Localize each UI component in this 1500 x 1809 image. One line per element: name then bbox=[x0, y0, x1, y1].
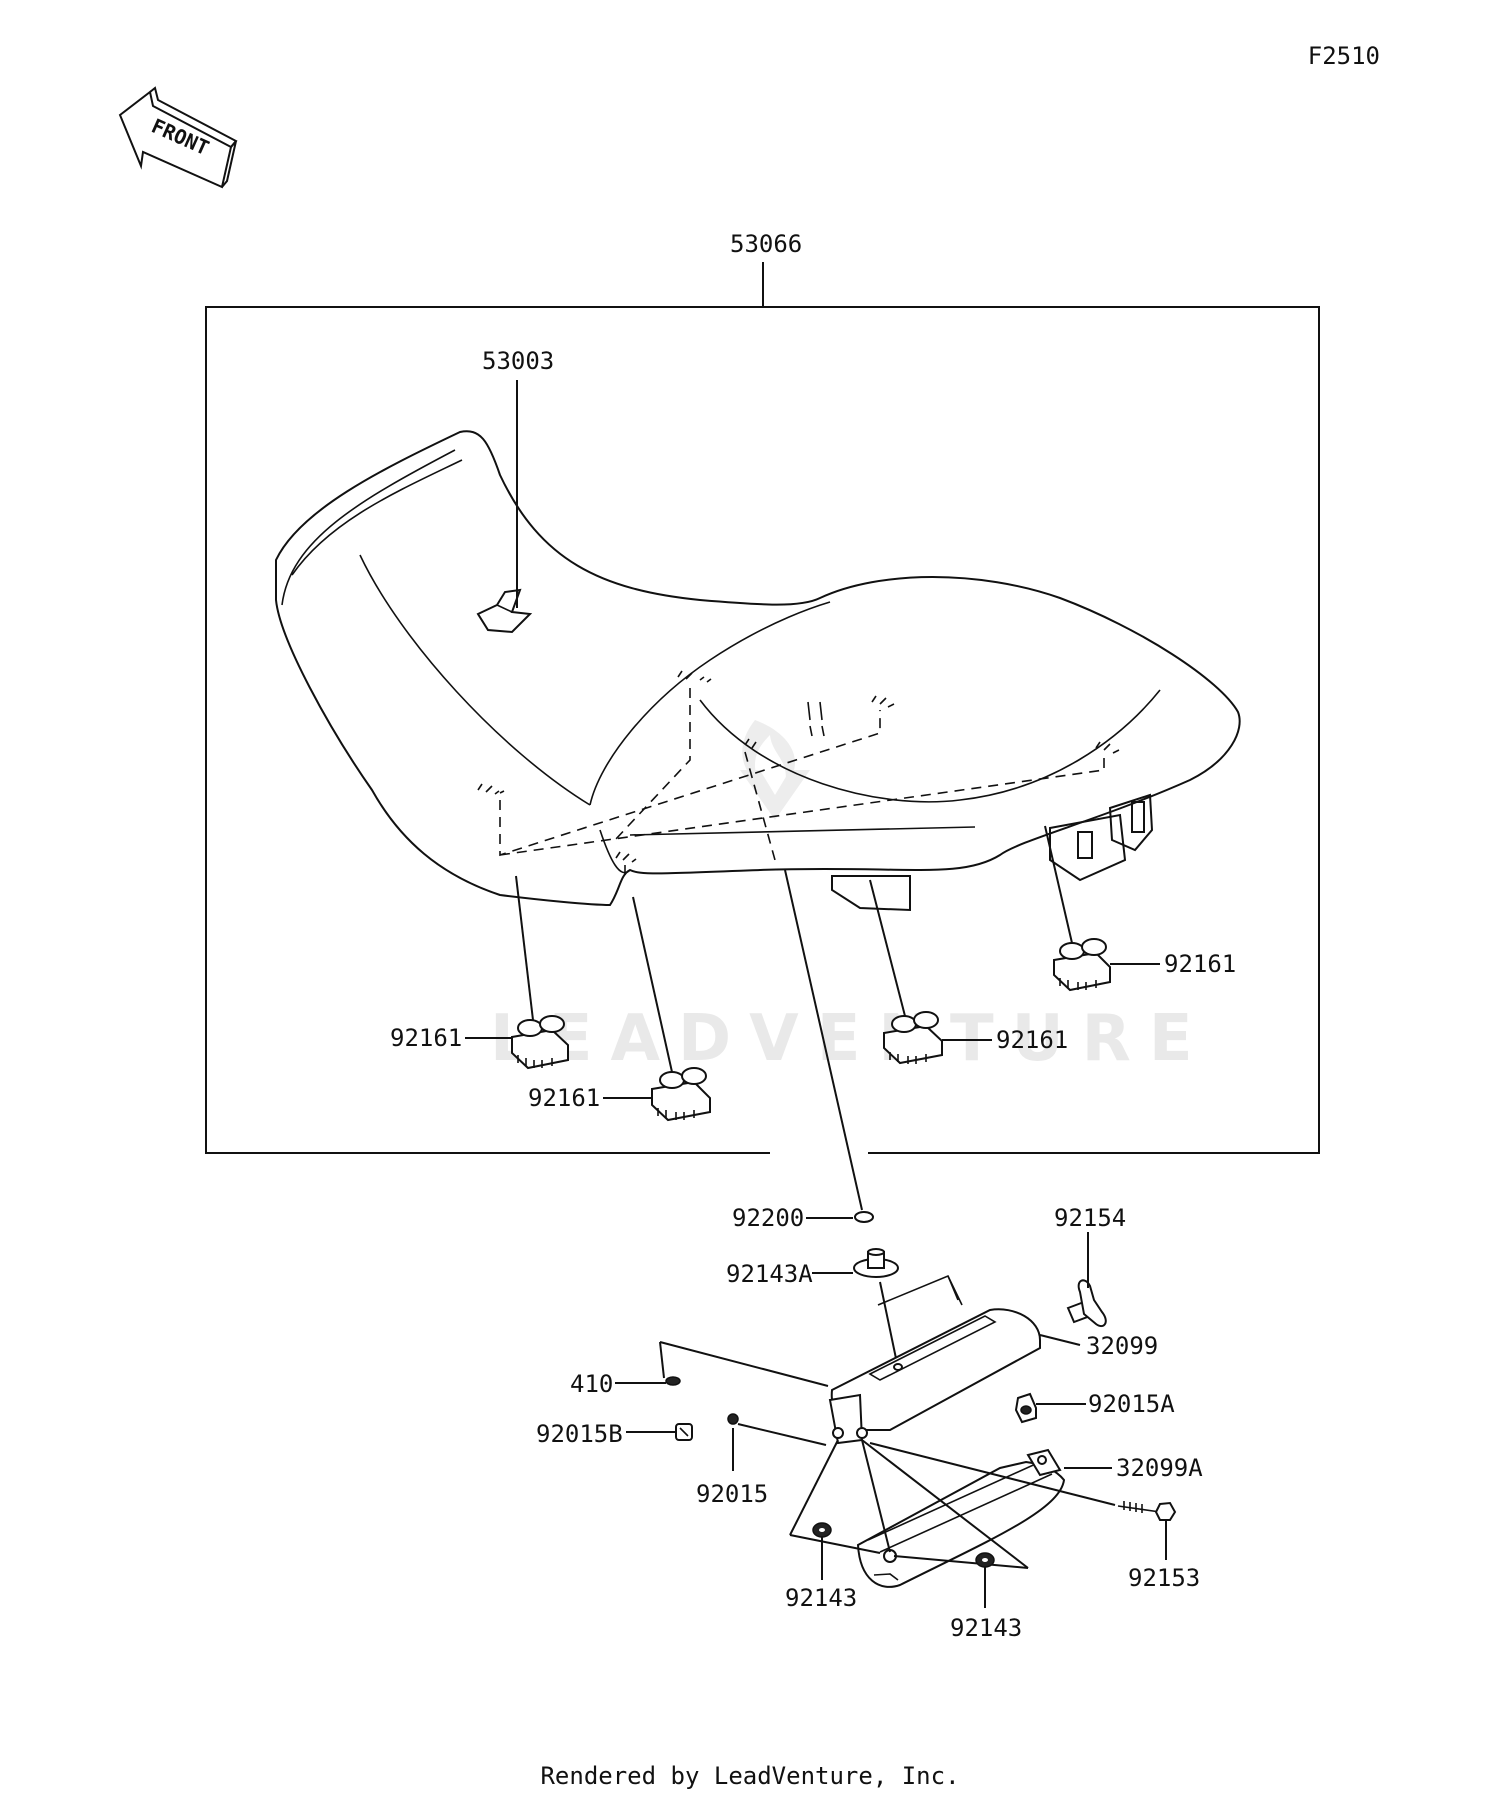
seat-assembly-frame bbox=[205, 262, 1320, 1154]
watermark-text: LEADVENTURE bbox=[490, 1002, 1211, 1076]
callout-410[interactable]: 410 bbox=[570, 1370, 613, 1398]
rubber-damper-icon bbox=[603, 896, 711, 1122]
callout-92143[interactable]: 92143 bbox=[950, 1614, 1022, 1642]
watermark: LEADVENTURE bbox=[490, 720, 1211, 1076]
callout-92161[interactable]: 92161 bbox=[390, 1024, 462, 1052]
collar-icon bbox=[812, 1522, 832, 1580]
callout-92161[interactable]: 92161 bbox=[528, 1084, 600, 1112]
callout-92015[interactable]: 92015 bbox=[696, 1480, 768, 1508]
pivot-leaders bbox=[789, 1439, 1029, 1569]
callout-53003[interactable]: 53003 bbox=[482, 347, 554, 375]
nut-icon bbox=[1014, 1392, 1086, 1424]
callout-53066[interactable]: 53066 bbox=[730, 230, 802, 258]
nut-icon bbox=[727, 1413, 827, 1471]
washer-icon bbox=[806, 1211, 874, 1223]
bolt-icon bbox=[869, 1442, 1177, 1560]
footer-credit: Rendered by LeadVenture, Inc. bbox=[540, 1762, 960, 1790]
bracket-icon bbox=[828, 1274, 1081, 1445]
wing-bolt-icon bbox=[1066, 1232, 1107, 1328]
front-arrow-icon: FRONT bbox=[118, 86, 238, 189]
clip-icon bbox=[615, 1341, 829, 1387]
rubber-damper-icon bbox=[869, 879, 992, 1065]
callout-92154[interactable]: 92154 bbox=[1054, 1204, 1126, 1232]
spacer-icon bbox=[812, 1248, 899, 1369]
rubber-damper-icon bbox=[465, 875, 569, 1070]
callout-92015B[interactable]: 92015B bbox=[536, 1420, 623, 1448]
leader-92200 bbox=[784, 869, 863, 1211]
bracket-icon bbox=[856, 1448, 1112, 1588]
figure-id: F2510 bbox=[1307, 42, 1380, 70]
clip-icon bbox=[626, 1423, 693, 1441]
callout-92015A[interactable]: 92015A bbox=[1088, 1390, 1175, 1418]
callout-32099[interactable]: 32099 bbox=[1086, 1332, 1158, 1360]
callout-92161[interactable]: 92161 bbox=[1164, 950, 1236, 978]
rubber-damper-icon bbox=[1044, 825, 1160, 992]
collar-icon bbox=[975, 1552, 995, 1608]
callout-92200[interactable]: 92200 bbox=[732, 1204, 804, 1232]
callout-92153[interactable]: 92153 bbox=[1128, 1564, 1200, 1592]
callout-92161[interactable]: 92161 bbox=[996, 1026, 1068, 1054]
seat bbox=[275, 430, 1241, 912]
callout-92143A[interactable]: 92143A bbox=[726, 1260, 813, 1288]
callout-32099A[interactable]: 32099A bbox=[1116, 1454, 1203, 1482]
callout-92143[interactable]: 92143 bbox=[785, 1584, 857, 1612]
